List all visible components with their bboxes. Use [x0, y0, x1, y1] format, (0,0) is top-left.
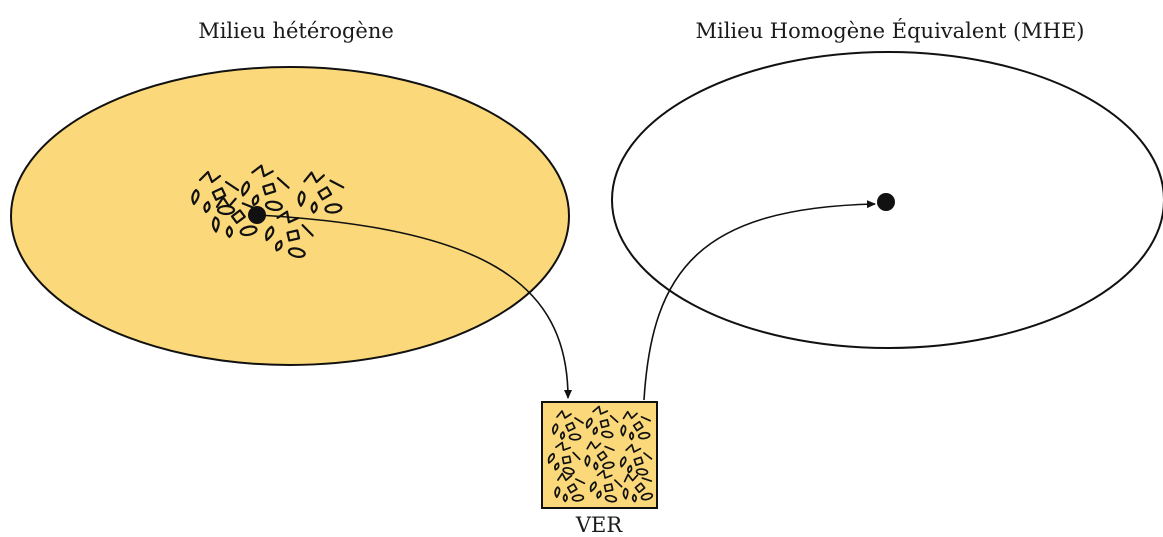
material-point-heterogeneous [248, 206, 266, 224]
rve-box [541, 401, 658, 509]
left-title: Milieu hétérogène [198, 19, 394, 43]
rve-label: VER [575, 513, 623, 537]
arrow-to-mhe [643, 200, 876, 401]
arrow-to-rve [257, 214, 572, 399]
right-title: Milieu Homogène Équivalent (MHE) [695, 19, 1084, 43]
material-point-homogeneous [877, 193, 895, 211]
heterogeneous-medium [10, 66, 570, 366]
